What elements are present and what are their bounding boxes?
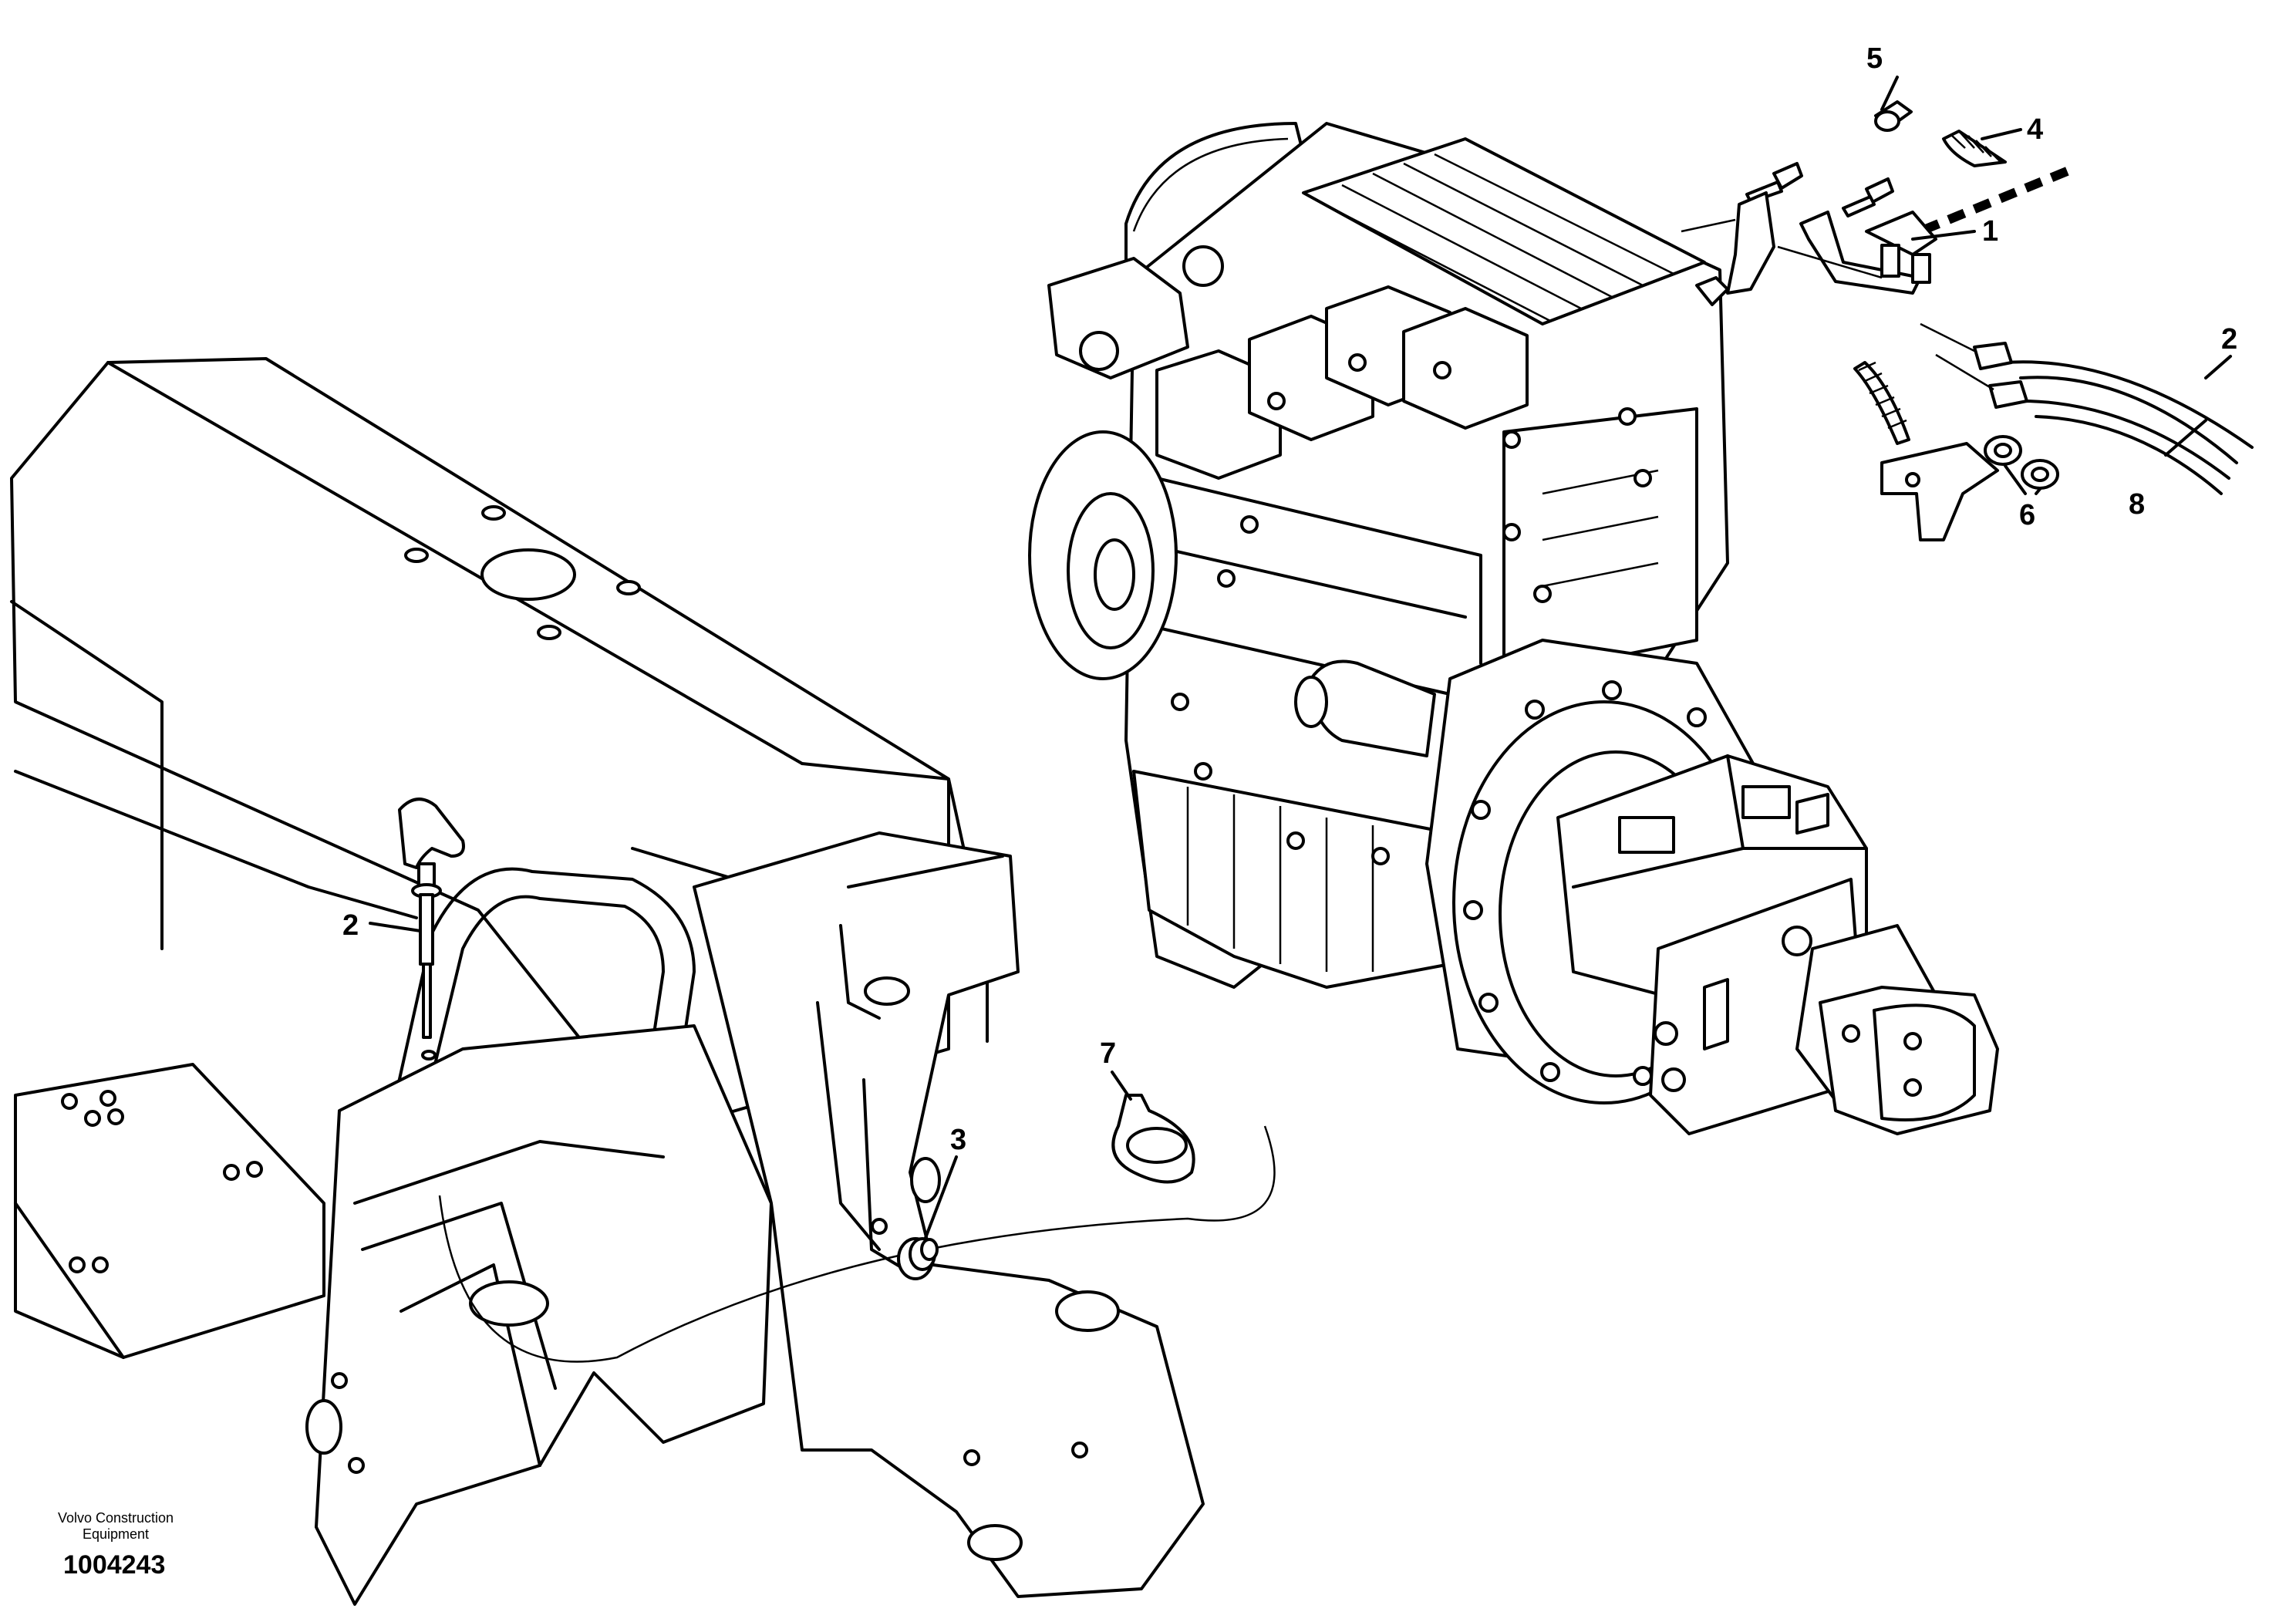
grommet	[897, 1237, 939, 1280]
manufacturer-label: Volvo Construction Equipment	[57, 1510, 174, 1542]
callout-label: 2	[2221, 323, 2237, 356]
callout-3: 3	[924, 1124, 966, 1239]
callout-label: 1	[1982, 215, 1998, 248]
callout-label: 7	[1100, 1037, 1116, 1070]
callout-1: 1	[1911, 215, 1998, 248]
callout-4: 4	[1981, 113, 2043, 146]
callout-label: 4	[2027, 113, 2043, 146]
callout-label: 8	[2129, 488, 2145, 521]
callout-6: 6	[2004, 464, 2041, 531]
callout-8: 8	[2129, 419, 2207, 521]
machine-frame	[10, 357, 1276, 1606]
callout-5: 5	[1866, 42, 1899, 111]
callout-label: 6	[2019, 499, 2035, 531]
dipstick	[398, 798, 465, 1061]
callout-2-cable: 2	[2204, 323, 2237, 379]
callout-label: 2	[342, 909, 359, 942]
throttle-linkage	[1681, 100, 2254, 541]
hose-clamp	[1111, 1094, 1195, 1184]
callout-label: 5	[1866, 42, 1883, 75]
drawing-number: 1004243	[63, 1550, 166, 1580]
callout-label: 3	[950, 1124, 966, 1156]
hydraulic-pump	[1425, 639, 1999, 1135]
callout-7: 7	[1100, 1037, 1132, 1101]
engine-assembly	[1028, 122, 1729, 989]
callout-2-dipstick: 2	[342, 909, 422, 942]
